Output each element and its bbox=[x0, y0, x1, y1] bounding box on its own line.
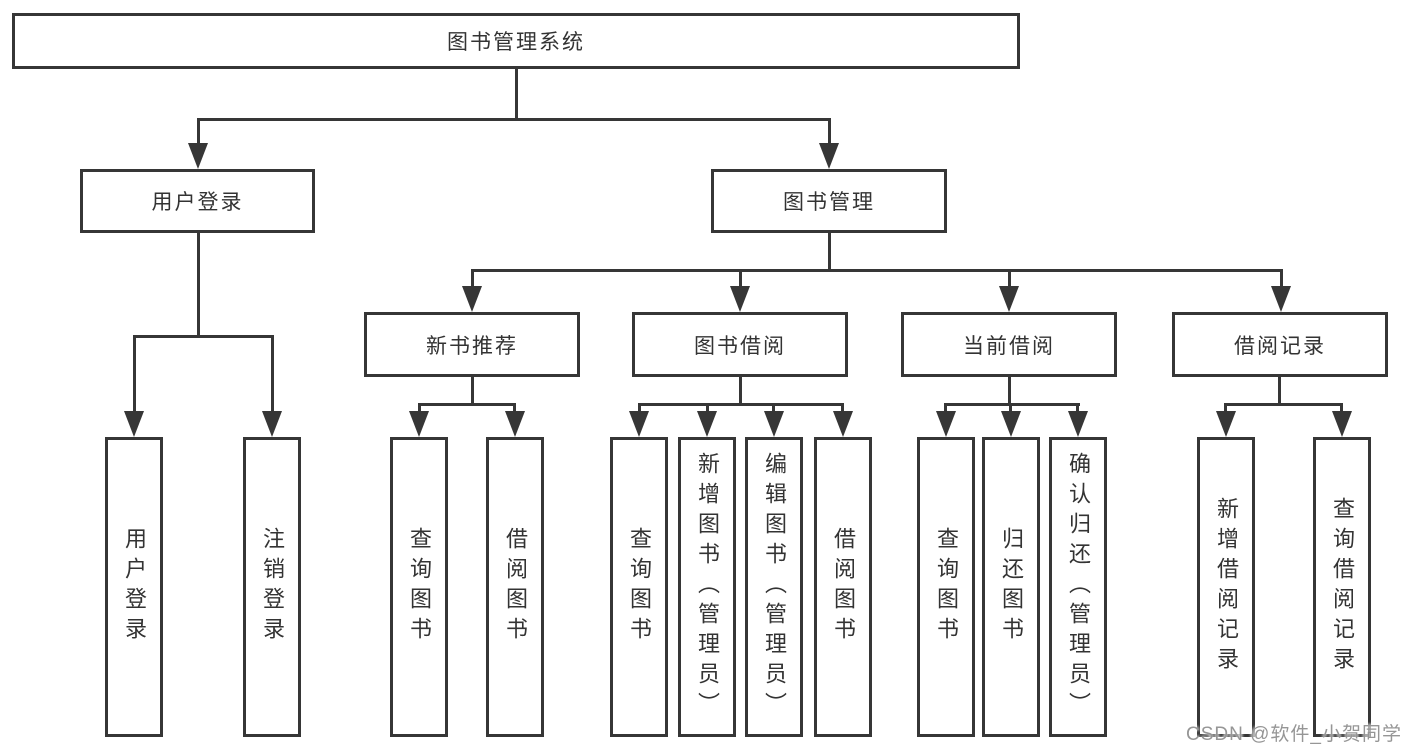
node-new-book-recommend-label: 新书推荐 bbox=[426, 334, 518, 358]
node-root: 图书管理系统 bbox=[12, 13, 1020, 69]
arrowhead-down-icon bbox=[1001, 411, 1021, 437]
arrowhead-down-icon bbox=[833, 411, 853, 437]
connector-drop bbox=[1224, 403, 1227, 413]
connector-root-hbar bbox=[197, 118, 831, 121]
connector-user-login-stem bbox=[197, 233, 200, 338]
connector-current-borrow-hbar bbox=[944, 403, 1080, 406]
csdn-watermark: CSDN @软件_小贺同学 bbox=[1186, 724, 1402, 745]
node-borrow-records: 借阅记录 bbox=[1172, 312, 1388, 377]
node-root-label: 图书管理系统 bbox=[447, 31, 585, 54]
arrowhead-down-icon bbox=[409, 411, 429, 437]
leaf-cb-query-books-label: 查询图书 bbox=[934, 527, 959, 647]
connector-drop bbox=[638, 403, 641, 413]
connector-new-book-recommend-hbar bbox=[418, 403, 516, 406]
connector-book-management-stem bbox=[828, 233, 831, 272]
leaf-cb-return-books-label: 归还图书 bbox=[999, 527, 1024, 647]
leaf-cb-confirm-return-admin-label: 确认归还（管理员） bbox=[1066, 452, 1091, 722]
connector-user-login-hbar bbox=[133, 335, 274, 338]
leaf-user-login: 用户登录 bbox=[105, 437, 163, 737]
connector-drop bbox=[1340, 403, 1343, 413]
connector-root-stem bbox=[515, 69, 518, 120]
connector-drop bbox=[706, 403, 709, 413]
connector-drop-book-management bbox=[828, 118, 831, 145]
leaf-bb-add-books-admin-label: 新增图书（管理员） bbox=[695, 452, 720, 722]
leaf-br-query-record: 查询借阅记录 bbox=[1313, 437, 1371, 737]
arrowhead-down-icon bbox=[629, 411, 649, 437]
arrowhead-down-icon bbox=[819, 143, 839, 169]
leaf-cb-return-books: 归还图书 bbox=[982, 437, 1040, 737]
leaf-bb-add-books-admin: 新增图书（管理员） bbox=[678, 437, 736, 737]
arrowhead-down-icon bbox=[124, 411, 144, 437]
arrowhead-down-icon bbox=[764, 411, 784, 437]
leaf-bb-edit-books-admin: 编辑图书（管理员） bbox=[745, 437, 803, 737]
leaf-br-query-record-label: 查询借阅记录 bbox=[1330, 497, 1355, 677]
leaf-bb-borrow-books: 借阅图书 bbox=[814, 437, 872, 737]
node-new-book-recommend: 新书推荐 bbox=[364, 312, 580, 377]
node-borrow-records-label: 借阅记录 bbox=[1234, 334, 1326, 358]
node-book-management: 图书管理 bbox=[711, 169, 947, 233]
connector-book-management-hbar bbox=[471, 269, 1282, 272]
connector-current-borrow-stem bbox=[1008, 377, 1011, 406]
leaf-bb-query-books: 查询图书 bbox=[610, 437, 668, 737]
leaf-nbr-query-books: 查询图书 bbox=[390, 437, 448, 737]
arrowhead-down-icon bbox=[188, 143, 208, 169]
connector-drop bbox=[772, 403, 775, 413]
arrowhead-down-icon bbox=[936, 411, 956, 437]
arrowhead-down-icon bbox=[462, 286, 482, 312]
connector-drop-new-book-recommend bbox=[471, 269, 474, 286]
arrowhead-down-icon bbox=[1068, 411, 1088, 437]
node-user-login-label: 用户登录 bbox=[151, 191, 244, 214]
leaf-br-add-record: 新增借阅记录 bbox=[1197, 437, 1255, 737]
node-book-management-label: 图书管理 bbox=[783, 191, 875, 214]
connector-drop-current-borrow bbox=[1008, 269, 1011, 286]
arrowhead-down-icon bbox=[697, 411, 717, 437]
leaf-bb-query-books-label: 查询图书 bbox=[627, 527, 652, 647]
connector-drop bbox=[418, 403, 421, 413]
leaf-logout: 注销登录 bbox=[243, 437, 301, 737]
leaf-cb-confirm-return-admin: 确认归还（管理员） bbox=[1049, 437, 1107, 737]
arrowhead-down-icon bbox=[730, 286, 750, 312]
leaf-nbr-borrow-books: 借阅图书 bbox=[486, 437, 544, 737]
arrowhead-down-icon bbox=[1332, 411, 1352, 437]
leaf-bb-edit-books-admin-label: 编辑图书（管理员） bbox=[762, 452, 787, 722]
connector-borrow-records-stem bbox=[1278, 377, 1281, 406]
connector-borrow-records-hbar bbox=[1225, 403, 1343, 406]
leaf-br-add-record-label: 新增借阅记录 bbox=[1214, 497, 1239, 677]
connector-drop-leaf-login bbox=[133, 335, 136, 415]
connector-new-book-recommend-stem bbox=[471, 377, 474, 406]
connector-book-borrow-hbar bbox=[638, 403, 844, 406]
connector-drop-book-borrow bbox=[739, 269, 742, 286]
connector-drop bbox=[1009, 403, 1012, 413]
node-book-borrow-label: 图书借阅 bbox=[694, 334, 786, 358]
node-user-login: 用户登录 bbox=[80, 169, 315, 233]
node-book-borrow: 图书借阅 bbox=[632, 312, 848, 377]
connector-drop bbox=[944, 403, 947, 413]
leaf-bb-borrow-books-label: 借阅图书 bbox=[831, 527, 856, 647]
connector-drop bbox=[841, 403, 844, 413]
connector-drop-user-login bbox=[197, 118, 200, 145]
connector-drop-borrow-records bbox=[1280, 269, 1283, 286]
leaf-nbr-query-books-label: 查询图书 bbox=[407, 527, 432, 647]
arrowhead-down-icon bbox=[1271, 286, 1291, 312]
connector-drop bbox=[1076, 403, 1079, 413]
connector-drop-leaf-logout bbox=[271, 335, 274, 415]
leaf-cb-query-books: 查询图书 bbox=[917, 437, 975, 737]
arrowhead-down-icon bbox=[1216, 411, 1236, 437]
arrowhead-down-icon bbox=[505, 411, 525, 437]
connector-book-borrow-stem bbox=[739, 377, 742, 406]
arrowhead-down-icon bbox=[262, 411, 282, 437]
connector-drop bbox=[513, 403, 516, 413]
leaf-nbr-borrow-books-label: 借阅图书 bbox=[503, 527, 528, 647]
leaf-user-login-label: 用户登录 bbox=[122, 527, 147, 647]
node-current-borrow-label: 当前借阅 bbox=[963, 334, 1055, 358]
node-current-borrow: 当前借阅 bbox=[901, 312, 1117, 377]
arrowhead-down-icon bbox=[999, 286, 1019, 312]
leaf-logout-label: 注销登录 bbox=[260, 527, 285, 647]
